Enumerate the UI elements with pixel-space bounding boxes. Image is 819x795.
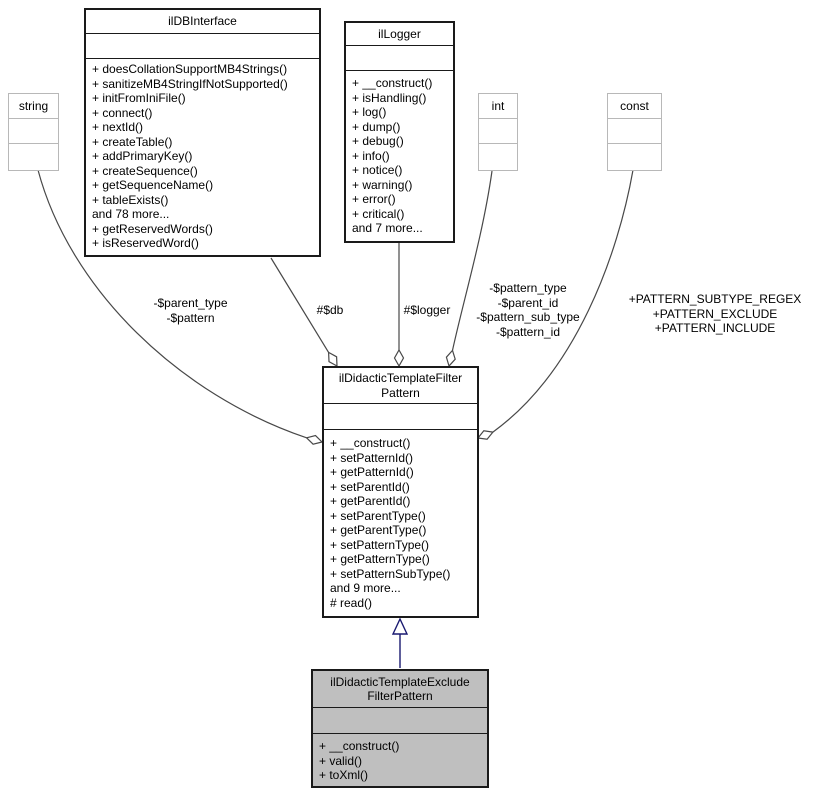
method-item: + __construct() xyxy=(352,76,433,90)
method-item: + setPatternId() xyxy=(330,450,414,465)
method-item: + info() xyxy=(352,148,390,163)
type-box-const: const xyxy=(607,93,662,171)
aggregation-diamond-icon xyxy=(305,434,324,445)
class-box-ildidactictemplatefilterpattern[interactable]: ilDidacticTemplateFilter Pattern + __con… xyxy=(322,366,479,618)
aggregation-diamond-icon xyxy=(327,351,338,368)
method-item: + debug() xyxy=(352,134,404,148)
method-item: + getParentId() xyxy=(330,494,411,508)
type-cell-empty xyxy=(479,144,517,170)
method-item: # read() xyxy=(330,595,373,610)
class-title: ilDidacticTemplateExclude FilterPattern xyxy=(313,671,487,708)
method-item: + critical() xyxy=(352,206,405,221)
class-box-ildbinterface[interactable]: ilDBInterface + doesCollationSupportMB4S… xyxy=(84,8,321,257)
method-item: and 7 more... xyxy=(352,221,423,235)
method-item: and 78 more... xyxy=(92,207,170,221)
method-item: + connect() xyxy=(92,105,153,120)
method-item: + sanitizeMB4StringIfNotSupported() xyxy=(92,76,288,91)
method-item: + getSequenceName() xyxy=(92,178,214,192)
type-title: int xyxy=(479,94,517,119)
method-item: + log() xyxy=(352,105,387,119)
type-cell-empty xyxy=(9,119,58,144)
edge-db-aggregation xyxy=(270,257,330,353)
type-cell-empty xyxy=(479,119,517,144)
type-box-string: string xyxy=(8,93,59,171)
method-item: + setParentId() xyxy=(330,479,410,494)
edge-string-aggregation xyxy=(37,169,307,439)
aggregation-diamond-icon xyxy=(393,348,405,368)
type-cell-empty xyxy=(9,144,58,170)
edge-label-const-members: +PATTERN_SUBTYPE_REGEX +PATTERN_EXCLUDE … xyxy=(628,292,802,335)
method-item: + toXml() xyxy=(319,768,369,782)
edge-label-db-member: #$db xyxy=(316,303,344,317)
method-item: + doesCollationSupportMB4Strings() xyxy=(92,62,288,76)
method-item: + __construct() xyxy=(330,436,411,450)
type-box-int: int xyxy=(478,93,518,171)
class-attributes-empty xyxy=(346,46,453,71)
class-attributes-empty xyxy=(324,404,477,430)
edge-label-logger-member: #$logger xyxy=(403,303,451,317)
method-item: + setPatternSubType() xyxy=(330,566,451,581)
class-methods: + __construct()+ setPatternId()+ getPatt… xyxy=(324,430,477,614)
edge-label-int-members: -$pattern_type -$parent_id -$pattern_sub… xyxy=(476,281,580,339)
class-box-illogger[interactable]: ilLogger + __construct()+ isHandling()+ … xyxy=(344,21,455,243)
type-cell-empty xyxy=(608,144,661,170)
type-title: string xyxy=(9,94,58,119)
class-methods: + __construct()+ isHandling()+ log()+ du… xyxy=(346,71,453,240)
method-item: + nextId() xyxy=(92,120,144,134)
method-item: + __construct() xyxy=(319,739,400,753)
class-box-ildidactictemplateexcludefilterpattern[interactable]: ilDidacticTemplateExclude FilterPattern … xyxy=(311,669,489,788)
class-attributes-empty xyxy=(313,708,487,734)
method-item: + createTable() xyxy=(92,134,173,149)
method-item: + createSequence() xyxy=(92,163,198,178)
class-title: ilLogger xyxy=(346,23,453,46)
method-item: + getPatternType() xyxy=(330,552,430,566)
method-item: + isHandling() xyxy=(352,90,427,105)
type-title: const xyxy=(608,94,661,119)
method-item: + setPatternType() xyxy=(330,537,430,552)
method-item: + getPatternId() xyxy=(330,465,414,479)
class-methods: + doesCollationSupportMB4Strings()+ sani… xyxy=(86,59,319,255)
edge-label-string-members: -$parent_type -$pattern xyxy=(153,296,228,325)
type-cell-empty xyxy=(608,119,661,144)
method-item: + initFromIniFile() xyxy=(92,91,186,105)
method-item: + warning() xyxy=(352,177,413,192)
method-item: + addPrimaryKey() xyxy=(92,149,193,163)
method-item: + setParentType() xyxy=(330,508,426,523)
aggregation-diamond-icon xyxy=(476,430,495,440)
class-methods: + __construct()+ valid()+ toXml() xyxy=(313,734,487,787)
method-item: + isReservedWord() xyxy=(92,236,199,250)
aggregation-diamond-icon xyxy=(445,349,456,368)
method-item: + valid() xyxy=(319,753,363,768)
method-item: + dump() xyxy=(352,119,401,134)
method-item: + getParentType() xyxy=(330,523,427,537)
class-title: ilDidacticTemplateFilter Pattern xyxy=(324,368,477,404)
class-attributes-empty xyxy=(86,34,319,59)
method-item: + getReservedWords() xyxy=(92,221,213,236)
method-item: and 9 more... xyxy=(330,581,401,595)
edge-const-aggregation xyxy=(492,169,634,433)
class-title: ilDBInterface xyxy=(86,10,319,34)
inheritance-triangle-icon xyxy=(391,617,409,635)
edge-int-aggregation xyxy=(451,170,493,351)
method-item: + notice() xyxy=(352,163,403,177)
method-item: + error() xyxy=(352,192,396,206)
method-item: + tableExists() xyxy=(92,192,169,207)
